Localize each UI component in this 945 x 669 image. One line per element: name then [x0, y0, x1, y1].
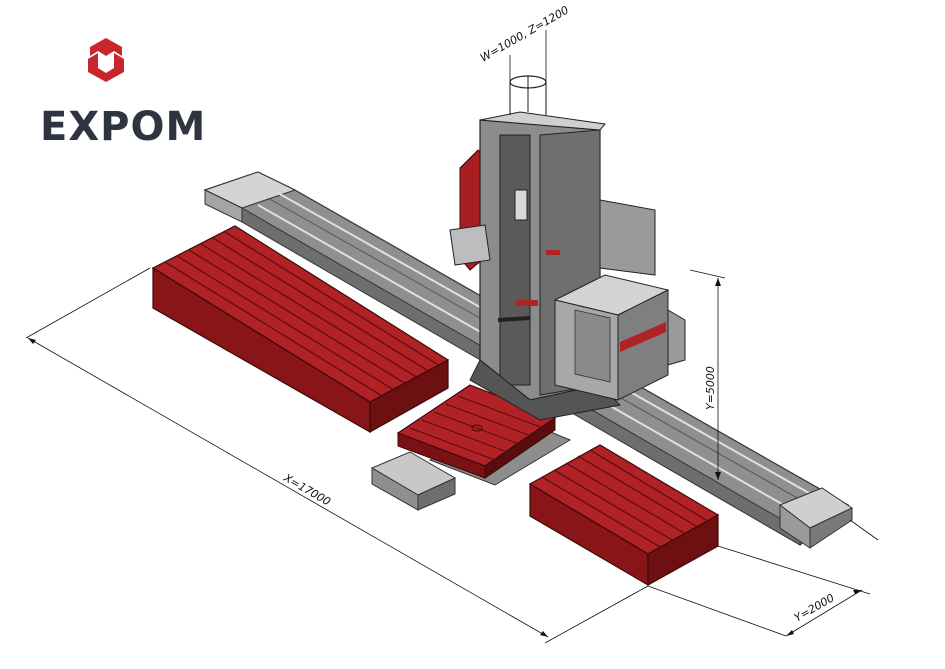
expom-logo: EXPOM: [40, 38, 206, 150]
large-work-table: [151, 225, 450, 434]
brand-name: EXPOM: [40, 104, 206, 150]
operator-cabin: [553, 199, 686, 401]
dimension-y-vertical-label: Y=5000: [704, 366, 717, 410]
dimension-x-label: X=17000: [281, 471, 333, 509]
dimension-wz-label: W=1000, Z=1200: [478, 3, 571, 64]
small-work-table: [528, 444, 720, 587]
rotary-table: [370, 384, 572, 511]
dimension-arrowheads: [28, 278, 862, 637]
dimension-y-horizontal-label: Y=2000: [792, 591, 837, 624]
expom-logo-mark: [88, 38, 124, 82]
dimension-lines: [25, 30, 879, 644]
